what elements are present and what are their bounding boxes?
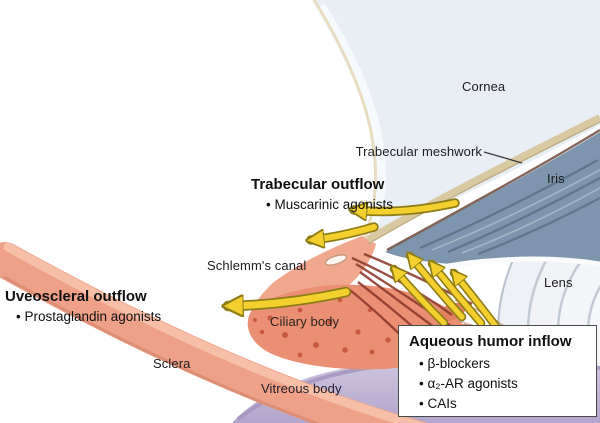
aqueous-inflow-item-alpha2-agonists: • α₂-AR agonists [419, 376, 518, 391]
label-vitreous-body: Vitreous body [261, 381, 342, 396]
trabecular-meshwork-pointer-line [483, 151, 523, 164]
trabecular-outflow-title: Trabecular outflow [251, 176, 385, 193]
aqueous-inflow-item-cais: • CAIs [419, 396, 457, 411]
aqueous-inflow-box: Aqueous humor inflow • β-blockers • α₂-A… [398, 325, 597, 417]
inflow-arrow [410, 256, 465, 320]
trabecular-outflow-callout: Trabecular outflow • Muscarinic agonists [251, 176, 393, 212]
aqueous-inflow-item-beta-blockers: • β-blockers [419, 356, 491, 371]
iris-region [385, 128, 600, 269]
trabecular-outflow-item: • Muscarinic agonists [266, 197, 394, 212]
inflow-arrow [454, 273, 501, 332]
aqueous-flow-arrows [228, 198, 503, 334]
label-ciliary-body: Ciliary body [270, 314, 340, 329]
label-iris: Iris [547, 171, 565, 186]
schlemm-outflow-arrow [311, 224, 377, 240]
label-schlemms-canal: Schlemm's canal [207, 258, 307, 273]
inflow-arrow [394, 269, 447, 326]
aqueous-inflow-title: Aqueous humor inflow [409, 333, 572, 350]
inflow-arrow [432, 264, 484, 326]
label-sclera: Sclera [153, 356, 191, 371]
label-trabecular-meshwork: Trabecular meshwork [355, 144, 482, 159]
uveoscleral-outflow-item: • Prostaglandin agonists [16, 309, 162, 324]
trabecular-outflow-arrow [354, 200, 458, 211]
sclera-band [0, 242, 428, 423]
uveoscleral-outflow-arrow [228, 288, 350, 306]
trabecular-meshwork-band [365, 114, 600, 245]
uveoscleral-outflow-title: Uveoscleral outflow [5, 288, 147, 305]
uveoscleral-outflow-callout: Uveoscleral outflow • Prostaglandin agon… [5, 288, 161, 324]
schlemms-canal-slit [324, 254, 348, 266]
label-lens: Lens [544, 275, 573, 290]
label-cornea: Cornea [462, 79, 506, 94]
